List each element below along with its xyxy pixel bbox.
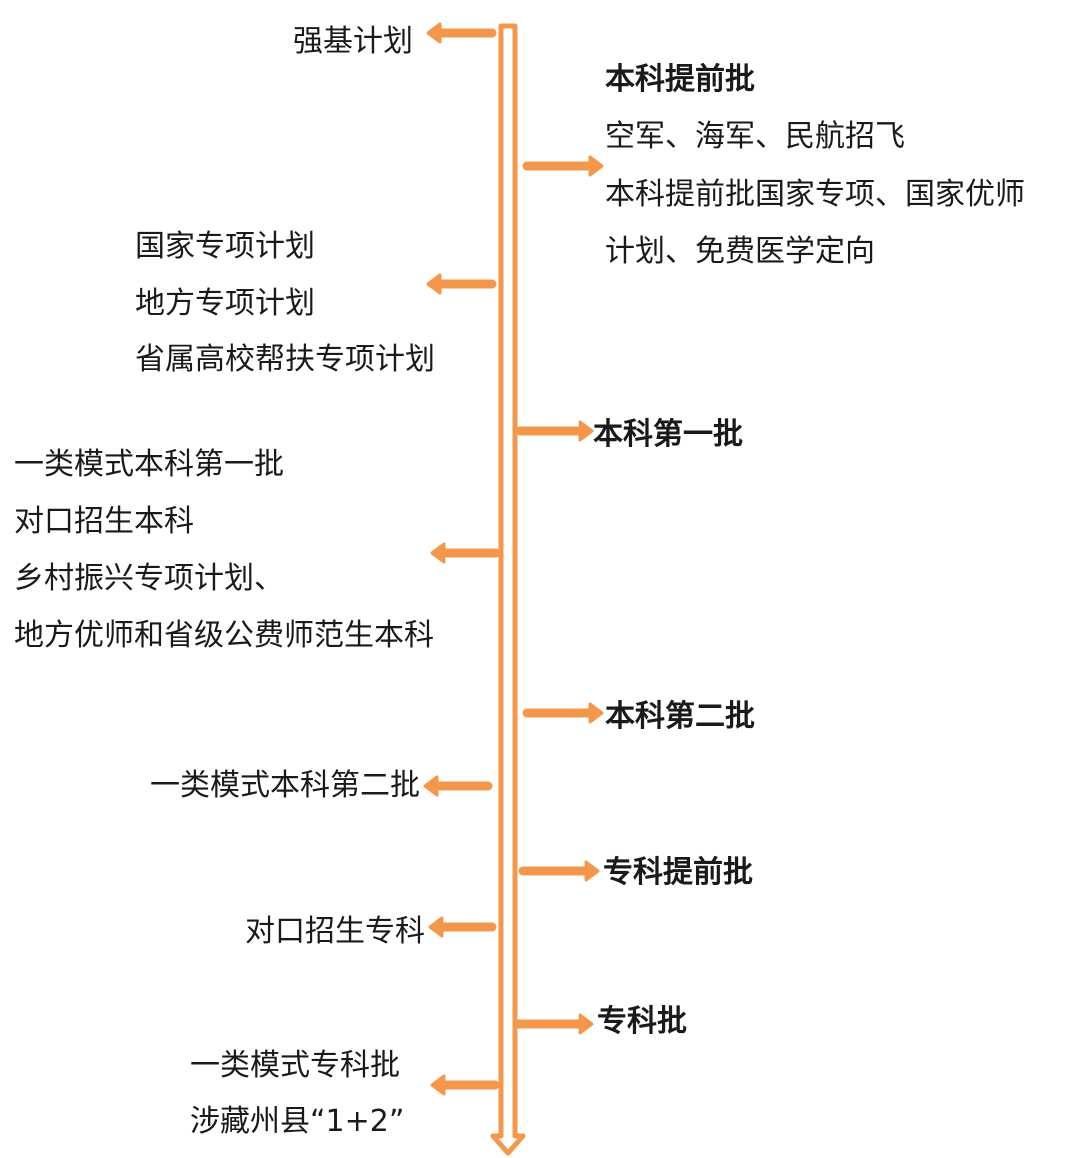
arrowhead-icon — [426, 273, 442, 295]
left-line: 乡村振兴专项计划、 — [14, 561, 284, 596]
right-line: 本科提前批国家专项、国家优师 — [605, 177, 1025, 212]
left-line: 强基计划 — [293, 24, 413, 59]
left-line: 地方专项计划 — [135, 286, 315, 321]
right-line: 计划、免费医学定向 — [605, 234, 875, 269]
timeline-axis-arrow — [490, 23, 526, 1156]
left-line: 地方优师和省级公费师范生本科 — [14, 618, 434, 653]
right-title-2: 本科第一批 — [593, 417, 743, 452]
left-line: 一类模式专科批 — [190, 1048, 400, 1083]
arrowhead-icon — [588, 155, 604, 177]
left-line: 一类模式本科第二批 — [150, 768, 420, 803]
arrowhead-icon — [426, 22, 442, 44]
left-line: 国家专项计划 — [135, 229, 315, 264]
arrowhead-icon — [584, 860, 600, 882]
left-line: 一类模式本科第一批 — [14, 447, 284, 482]
right-title-5: 专科批 — [597, 1004, 687, 1039]
right-title-1: 本科提前批 — [605, 62, 755, 97]
arrowhead-icon — [588, 702, 604, 724]
arrowhead-icon — [578, 420, 594, 442]
arrowhead-icon — [578, 1013, 594, 1035]
left-line: 对口招生本科 — [14, 504, 194, 539]
left-line: 涉藏州县“1+2” — [190, 1104, 405, 1139]
right-line: 空军、海军、民航招飞 — [605, 119, 905, 154]
right-title-4: 专科提前批 — [603, 855, 753, 890]
arrowhead-icon — [423, 775, 439, 797]
arrowhead-icon — [430, 542, 446, 564]
arrowhead-icon — [430, 1074, 446, 1096]
left-line: 对口招生专科 — [245, 914, 425, 949]
arrowhead-icon — [428, 916, 444, 938]
left-line: 省属高校帮扶专项计划 — [135, 342, 435, 377]
right-title-3: 本科第二批 — [605, 699, 755, 734]
